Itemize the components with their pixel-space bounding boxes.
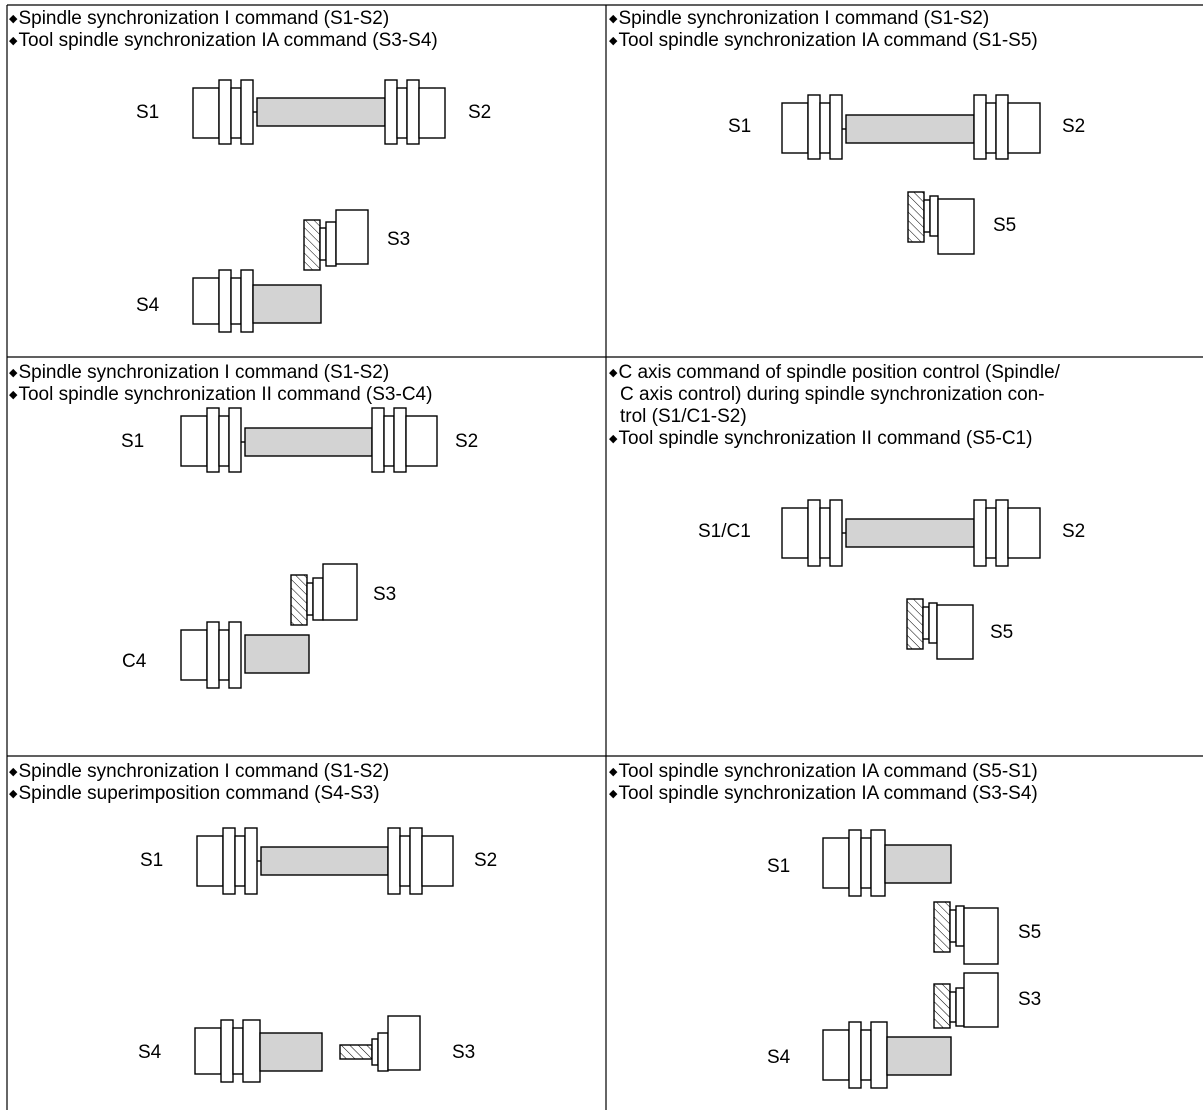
shaft bbox=[256, 97, 386, 127]
cell-5-description: ◆Spindle synchronization I command (S1-S… bbox=[9, 761, 389, 805]
spindle-s4 bbox=[822, 1021, 888, 1089]
cell-6-diagram bbox=[822, 829, 999, 1089]
spindle-s1 bbox=[196, 827, 258, 895]
label-cell6-s5: S5 bbox=[1018, 922, 1042, 943]
description-line: ◆Spindle synchronization I command (S1-S… bbox=[9, 761, 390, 782]
spindle-s1 bbox=[192, 79, 254, 145]
diamond-bullet-icon: ◆ bbox=[609, 13, 618, 25]
shaft bbox=[244, 634, 310, 674]
spindle-s2 bbox=[973, 94, 1041, 160]
shaft bbox=[252, 284, 322, 324]
tool-s5 bbox=[906, 598, 974, 660]
spindle-s2 bbox=[387, 827, 454, 895]
description-line: ◆Tool spindle synchronization II command… bbox=[609, 428, 1033, 449]
shaft bbox=[244, 427, 373, 457]
tool-s5 bbox=[933, 901, 999, 965]
spindle-s2 bbox=[384, 79, 446, 145]
description-line: ◆Tool spindle synchronization IA command… bbox=[609, 761, 1038, 782]
label-cell3-c4: C4 bbox=[122, 651, 147, 672]
description-line: ◆C axis command of spindle position cont… bbox=[609, 362, 1060, 383]
description-line: ◆Spindle synchronization I command (S1-S… bbox=[609, 8, 990, 29]
cell-2-diagram bbox=[781, 94, 1041, 255]
tool-s5 bbox=[907, 191, 975, 255]
description-line: ◆Spindle synchronization I command (S1-S… bbox=[9, 8, 390, 29]
spindle-s1 bbox=[180, 407, 242, 473]
diamond-bullet-icon: ◆ bbox=[9, 766, 18, 778]
label-cell1-s3: S3 bbox=[387, 229, 411, 250]
shaft bbox=[886, 1036, 952, 1076]
spindle-c4 bbox=[180, 621, 242, 689]
shaft bbox=[260, 846, 389, 876]
spindle-s1-c1 bbox=[781, 499, 843, 567]
label-cell5-s1: S1 bbox=[140, 850, 164, 871]
label-cell3-s2: S2 bbox=[455, 431, 479, 452]
cell-1-diagram bbox=[192, 79, 446, 333]
description-line: ◆Spindle superimposition command (S4-S3) bbox=[9, 783, 380, 804]
label-cell3-s1: S1 bbox=[121, 431, 145, 452]
diamond-bullet-icon: ◆ bbox=[609, 433, 618, 445]
spindle-s1 bbox=[781, 94, 843, 160]
shaft bbox=[259, 1032, 323, 1072]
description-line: ◆Tool spindle synchronization IA command… bbox=[609, 783, 1038, 804]
spindle-s2 bbox=[973, 499, 1041, 567]
cell-2-description: ◆Spindle synchronization I command (S1-S… bbox=[609, 8, 1038, 52]
cell-5-diagram bbox=[194, 827, 454, 1083]
label-cell5-s4: S4 bbox=[138, 1042, 162, 1063]
cell-3-description: ◆Spindle synchronization I command (S1-S… bbox=[9, 362, 432, 406]
description-line: ◆Tool spindle synchronization II command… bbox=[9, 384, 433, 405]
diamond-bullet-icon: ◆ bbox=[9, 389, 18, 401]
tool-s3 bbox=[933, 972, 999, 1029]
cell-4-description: ◆C axis command of spindle position cont… bbox=[609, 362, 1060, 450]
table-grid bbox=[6, 4, 1203, 1110]
shaft bbox=[884, 844, 952, 884]
cell-3-diagram bbox=[180, 407, 438, 689]
label-cell1-s4: S4 bbox=[136, 295, 160, 316]
description-line: ◆Spindle synchronization I command (S1-S… bbox=[9, 362, 390, 383]
diamond-bullet-icon: ◆ bbox=[609, 35, 618, 47]
cell-4-diagram bbox=[781, 499, 1041, 660]
label-cell5-s3: S3 bbox=[452, 1042, 476, 1063]
shaft bbox=[845, 518, 975, 548]
description-line: trol (S1/C1-S2) bbox=[620, 406, 747, 427]
label-cell2-s1: S1 bbox=[728, 116, 752, 137]
label-cell6-s3: S3 bbox=[1018, 989, 1042, 1010]
tool-s3 bbox=[303, 209, 369, 271]
shaft bbox=[845, 114, 975, 144]
spindle-s1 bbox=[822, 829, 886, 897]
diamond-bullet-icon: ◆ bbox=[9, 788, 18, 800]
label-cell1-s1: S1 bbox=[136, 102, 160, 123]
label-cell2-s2: S2 bbox=[1062, 116, 1086, 137]
diamond-bullet-icon: ◆ bbox=[609, 766, 618, 778]
spindle-s4 bbox=[194, 1019, 261, 1083]
label-cell4-s2: S2 bbox=[1062, 521, 1086, 542]
diamond-bullet-icon: ◆ bbox=[9, 13, 18, 25]
label-cell5-s2: S2 bbox=[474, 850, 498, 871]
spindle-s4 bbox=[192, 269, 254, 333]
label-cell6-s1: S1 bbox=[767, 856, 791, 877]
description-line: ◆Tool spindle synchronization IA command… bbox=[609, 30, 1038, 51]
label-cell2-s5: S5 bbox=[993, 215, 1017, 236]
tool-s3 bbox=[339, 1015, 421, 1072]
tool-s3 bbox=[290, 563, 358, 626]
description-line: C axis control) during spindle synchroni… bbox=[620, 384, 1045, 405]
cell-6-description: ◆Tool spindle synchronization IA command… bbox=[609, 761, 1038, 805]
diamond-bullet-icon: ◆ bbox=[9, 35, 18, 47]
label-cell4-s1-c1: S1/C1 bbox=[698, 521, 751, 542]
diamond-bullet-icon: ◆ bbox=[9, 367, 18, 379]
label-cell3-s3: S3 bbox=[373, 584, 397, 605]
label-cell1-s2: S2 bbox=[468, 102, 492, 123]
spindle-s2 bbox=[371, 407, 438, 473]
label-cell4-s5: S5 bbox=[990, 622, 1014, 643]
description-line: ◆Tool spindle synchronization IA command… bbox=[9, 30, 438, 51]
diamond-bullet-icon: ◆ bbox=[609, 367, 618, 379]
diamond-bullet-icon: ◆ bbox=[609, 788, 618, 800]
label-cell6-s4: S4 bbox=[767, 1047, 791, 1068]
cell-1-description: ◆Spindle synchronization I command (S1-S… bbox=[9, 8, 438, 52]
